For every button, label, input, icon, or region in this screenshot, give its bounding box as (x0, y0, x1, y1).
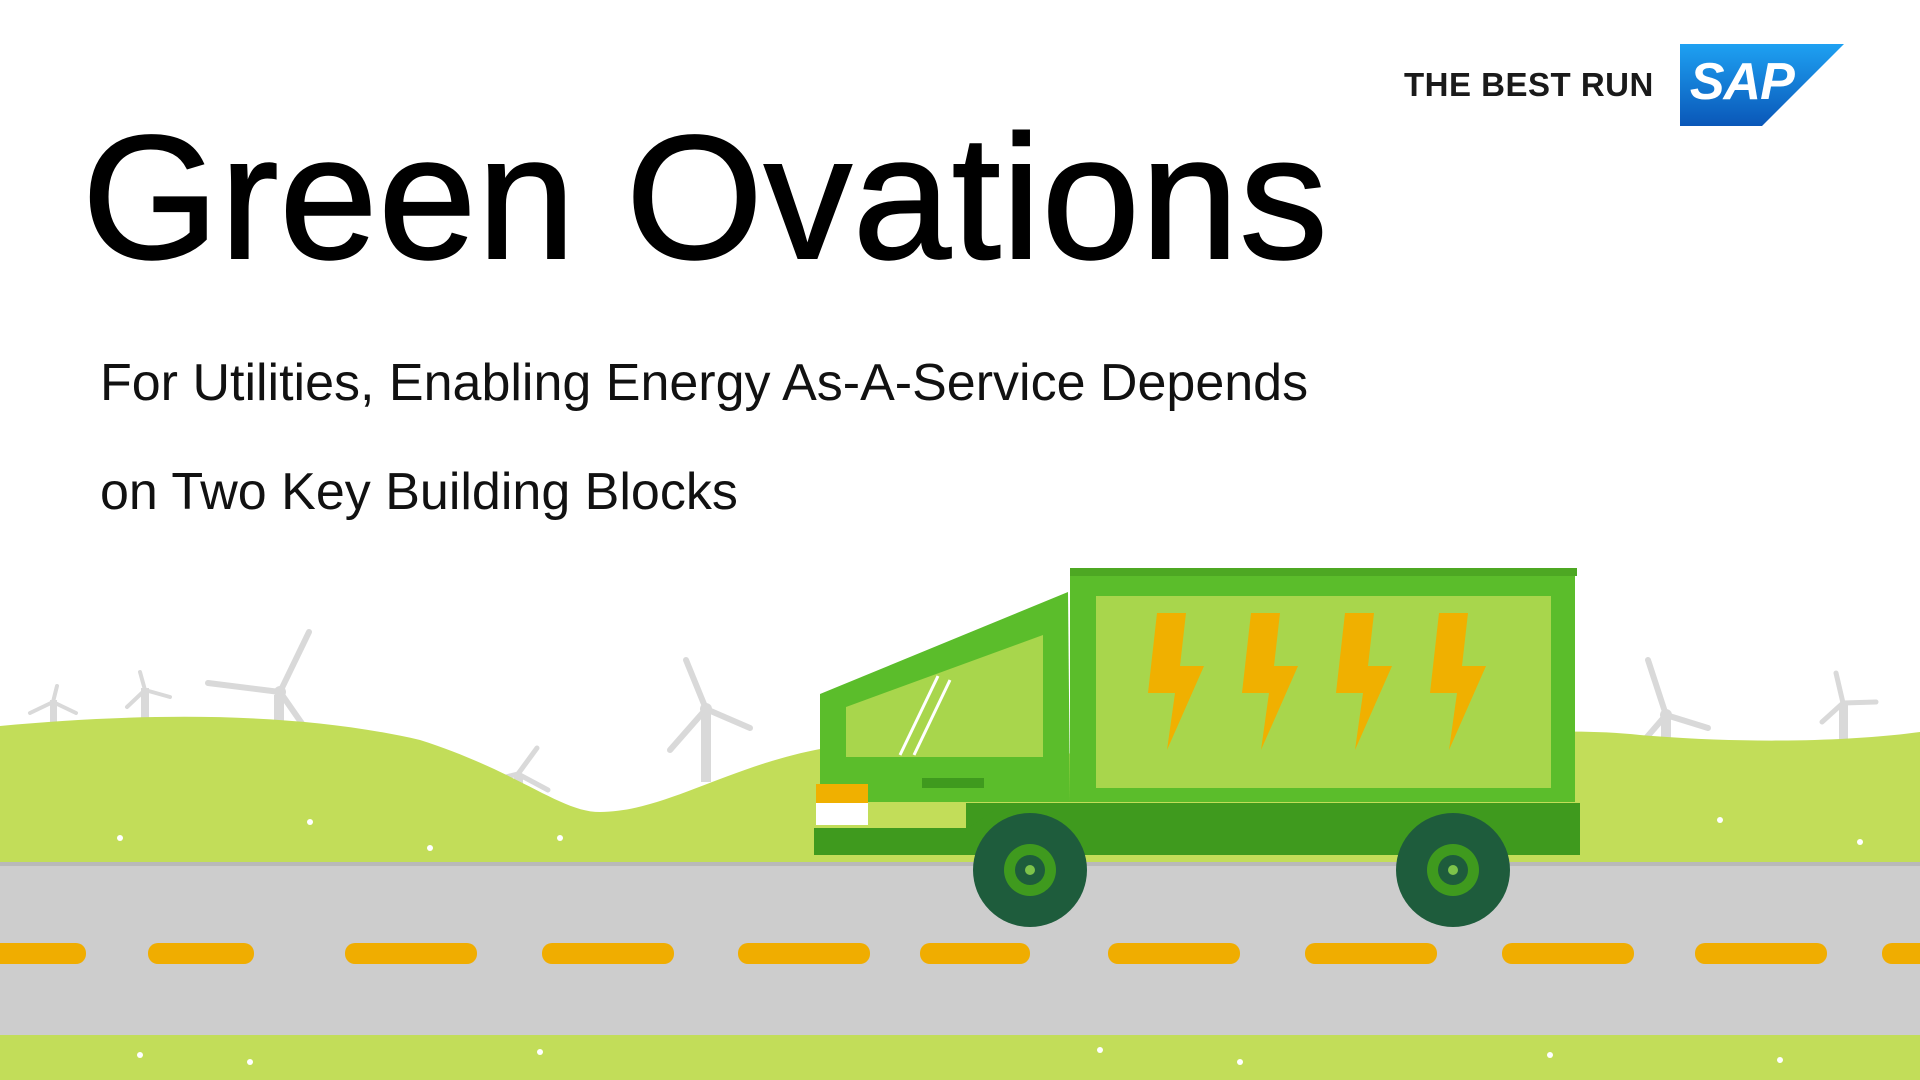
brand-tagline: THE BEST RUN (1404, 66, 1654, 103)
truck-bumper-light (816, 803, 868, 825)
windshield-reflection (912, 679, 952, 756)
road-lane-markings (0, 943, 1920, 964)
brand-lockup: THE BEST RUN SAP (1404, 44, 1844, 126)
subtitle-line-2: on Two Key Building Blocks (100, 463, 738, 521)
lightning-bolt-icon (1336, 613, 1392, 750)
windshield-reflection (898, 675, 940, 756)
truck-wheel-front (973, 813, 1087, 927)
truck-cargo-top (1070, 568, 1577, 576)
wind-turbine-icon (667, 657, 753, 782)
bottom-grass-specks (137, 1047, 1783, 1065)
wind-turbine-icon (1819, 670, 1879, 765)
truck-door-handle (922, 778, 984, 788)
page-title: Green Ovations (81, 100, 1329, 296)
sap-logo: SAP (1679, 44, 1844, 126)
lightning-bolt-icon (1242, 613, 1298, 750)
truck-windshield (846, 635, 1043, 757)
subtitle-line-1: For Utilities, Enabling Energy As-A-Serv… (100, 354, 1309, 412)
truck-headlight (816, 784, 868, 803)
truck-icon (814, 568, 1580, 927)
truck-wheel-rear (1396, 813, 1510, 927)
lightning-bolt-icon (1430, 613, 1486, 750)
sap-logo-text: SAP (1689, 53, 1795, 111)
lightning-bolt-icon (1148, 613, 1204, 750)
lightning-bolts (1148, 613, 1486, 750)
road-edge (0, 862, 1920, 866)
bottom-grass (0, 1035, 1920, 1080)
